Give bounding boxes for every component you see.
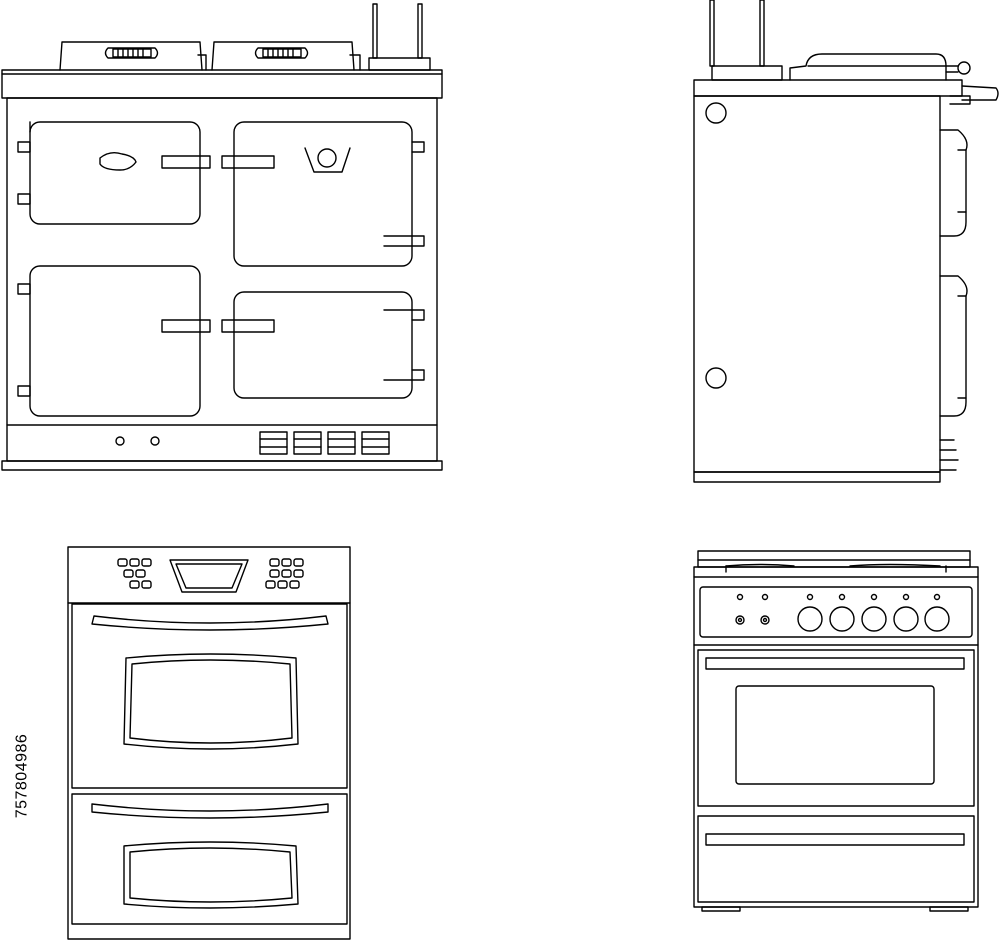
hotplate-lid-side [790,54,946,80]
stock-id-text: 757804986 [13,733,30,819]
control-buttons-right [266,559,303,588]
ignition-button [761,616,769,624]
plinth-side [694,472,940,482]
stove-foot [930,907,968,911]
oven-badge-icon [100,153,136,170]
flue-pipe [418,4,422,58]
burner-knobs [798,595,949,632]
upper-oven-door [72,604,347,788]
upper-oven-handle [92,616,328,630]
oven-door-bottom-right [222,292,424,398]
side-rivet [706,368,726,388]
flue-pipe [373,4,377,58]
oven-handle [706,658,964,669]
stove-body [694,645,978,907]
flue-pipe [710,0,714,66]
lower-oven-door [72,794,347,924]
ignition-button [736,616,744,624]
double-oven-front [68,547,350,939]
indicator-light [151,437,159,445]
flue-pipe [760,0,764,66]
oven-window [736,686,934,784]
oven-door-top-left [18,122,210,224]
upper-oven-window [124,654,298,749]
control-vents [260,432,389,454]
control-panel [700,587,972,637]
thermometer-icon [305,148,350,172]
plinth [2,461,442,470]
storage-drawer [698,816,974,902]
oven-display [170,560,248,592]
oven-housing [68,547,350,939]
lid-handle [958,62,970,74]
hotplate-lid-left [60,42,206,70]
indicator-light [763,595,768,600]
drawer-handle [706,834,964,845]
oven-door-bottom-left [18,266,210,416]
indicator-light [738,595,743,600]
oven-door-top-right [222,122,424,266]
side-rivet [706,103,726,123]
range-cooker-side [694,0,998,482]
stock-id-label: 757804986 [2,706,42,846]
door-hinges-side [940,130,967,470]
cooker-body [7,98,437,461]
hotplate-lid-right [212,42,360,70]
indicator-light [116,437,124,445]
oven-door [698,650,974,806]
cooker-side-body [694,96,940,472]
lower-oven-handle [92,804,328,818]
control-buttons-left [118,559,151,588]
flue-base [712,66,782,80]
top-plate-side [694,80,962,96]
range-cooker-front [2,4,442,470]
gas-stove-front [694,551,978,911]
flue-base [369,58,430,70]
stove-foot [702,907,740,911]
lower-oven-window [124,842,298,908]
